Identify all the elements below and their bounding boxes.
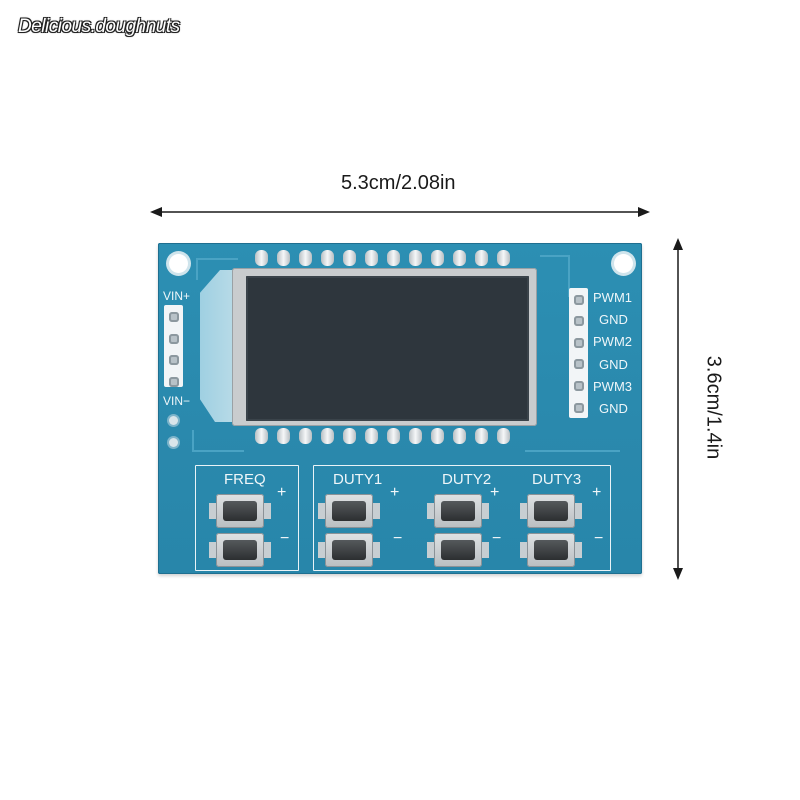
duty1-plus-button[interactable]	[318, 494, 380, 528]
pin-label-pwm3: PWM3	[593, 379, 632, 394]
header-pin	[574, 338, 584, 348]
lcd-pin	[321, 250, 334, 266]
lcd-pin	[409, 428, 422, 444]
freq-label: FREQ	[224, 471, 266, 488]
freq-button-group	[195, 465, 299, 571]
duty3-plus-button[interactable]	[520, 494, 582, 528]
lcd-pin	[343, 428, 356, 444]
lcd-pin	[497, 428, 510, 444]
header-pin	[169, 312, 179, 322]
lcd-pin	[255, 250, 268, 266]
height-dimension-arrow	[673, 238, 683, 580]
lcd-pin	[497, 250, 510, 266]
freq-plus-sign: +	[277, 484, 287, 501]
header-pin	[574, 359, 584, 369]
duty2-label: DUTY2	[442, 471, 492, 488]
duty3-minus-sign: −	[594, 530, 604, 547]
duty1-minus-sign: −	[393, 530, 403, 547]
height-dimension-label: 3.6cm/1.4in	[702, 355, 725, 460]
header-pin	[169, 334, 179, 344]
header-pin	[574, 316, 584, 326]
lcd-pin	[365, 428, 378, 444]
freq-minus-button[interactable]	[209, 533, 271, 567]
pin-label-pwm2: PWM2	[593, 334, 632, 349]
duty1-plus-sign: +	[390, 484, 400, 501]
duty2-minus-button[interactable]	[427, 533, 489, 567]
lcd-pin	[431, 428, 444, 444]
duty1-label: DUTY1	[333, 471, 383, 488]
lcd-top-pins	[255, 250, 517, 266]
pin-label-gnd-1: GND	[599, 312, 628, 327]
lcd-pin	[453, 250, 466, 266]
lcd-pin	[431, 250, 444, 266]
pcb-trace	[196, 258, 238, 280]
lcd-pin	[475, 428, 488, 444]
header-pin	[574, 381, 584, 391]
lcd-pin	[299, 428, 312, 444]
header-pin	[574, 295, 584, 305]
header-pin	[169, 377, 179, 387]
lcd-pin	[453, 428, 466, 444]
lcd-pin	[299, 250, 312, 266]
pcb-trace	[192, 430, 244, 452]
pin-label-gnd-2: GND	[599, 357, 628, 372]
mounting-hole	[169, 254, 188, 273]
via	[169, 438, 178, 447]
pcb-trace	[540, 255, 570, 297]
pin-label-gnd-3: GND	[599, 401, 628, 416]
via	[169, 416, 178, 425]
mounting-hole	[614, 254, 633, 273]
pin-label-pwm1: PWM1	[593, 290, 632, 305]
freq-plus-button[interactable]	[209, 494, 271, 528]
lcd-pin	[343, 250, 356, 266]
pcb-trace	[525, 432, 620, 452]
right-pin-header	[569, 288, 588, 418]
vin-plus-label: VIN+	[163, 289, 191, 303]
header-pin	[574, 403, 584, 413]
duty2-plus-button[interactable]	[427, 494, 489, 528]
header-pin	[169, 355, 179, 365]
left-pin-header	[164, 305, 183, 387]
width-dimension-label: 5.3cm/2.08in	[341, 172, 456, 194]
lcd-pin	[475, 250, 488, 266]
duty3-minus-button[interactable]	[520, 533, 582, 567]
lcd-screen	[246, 276, 529, 421]
lcd-pin	[277, 428, 290, 444]
duty-button-group	[313, 465, 611, 571]
duty2-minus-sign: −	[492, 530, 502, 547]
lcd-pin	[387, 250, 400, 266]
lcd-pin	[277, 250, 290, 266]
lcd-pin	[409, 250, 422, 266]
duty3-plus-sign: +	[592, 484, 602, 501]
width-dimension-arrow	[150, 207, 650, 217]
watermark: Delicious.doughnuts	[18, 16, 180, 37]
lcd-bottom-pins	[255, 428, 517, 444]
freq-minus-sign: −	[280, 530, 290, 547]
lcd-pin	[321, 428, 334, 444]
lcd-pin	[387, 428, 400, 444]
lcd-pin	[255, 428, 268, 444]
lcd-pin	[365, 250, 378, 266]
duty1-minus-button[interactable]	[318, 533, 380, 567]
vin-minus-label: VIN−	[163, 394, 191, 408]
duty3-label: DUTY3	[532, 471, 582, 488]
duty2-plus-sign: +	[490, 484, 500, 501]
